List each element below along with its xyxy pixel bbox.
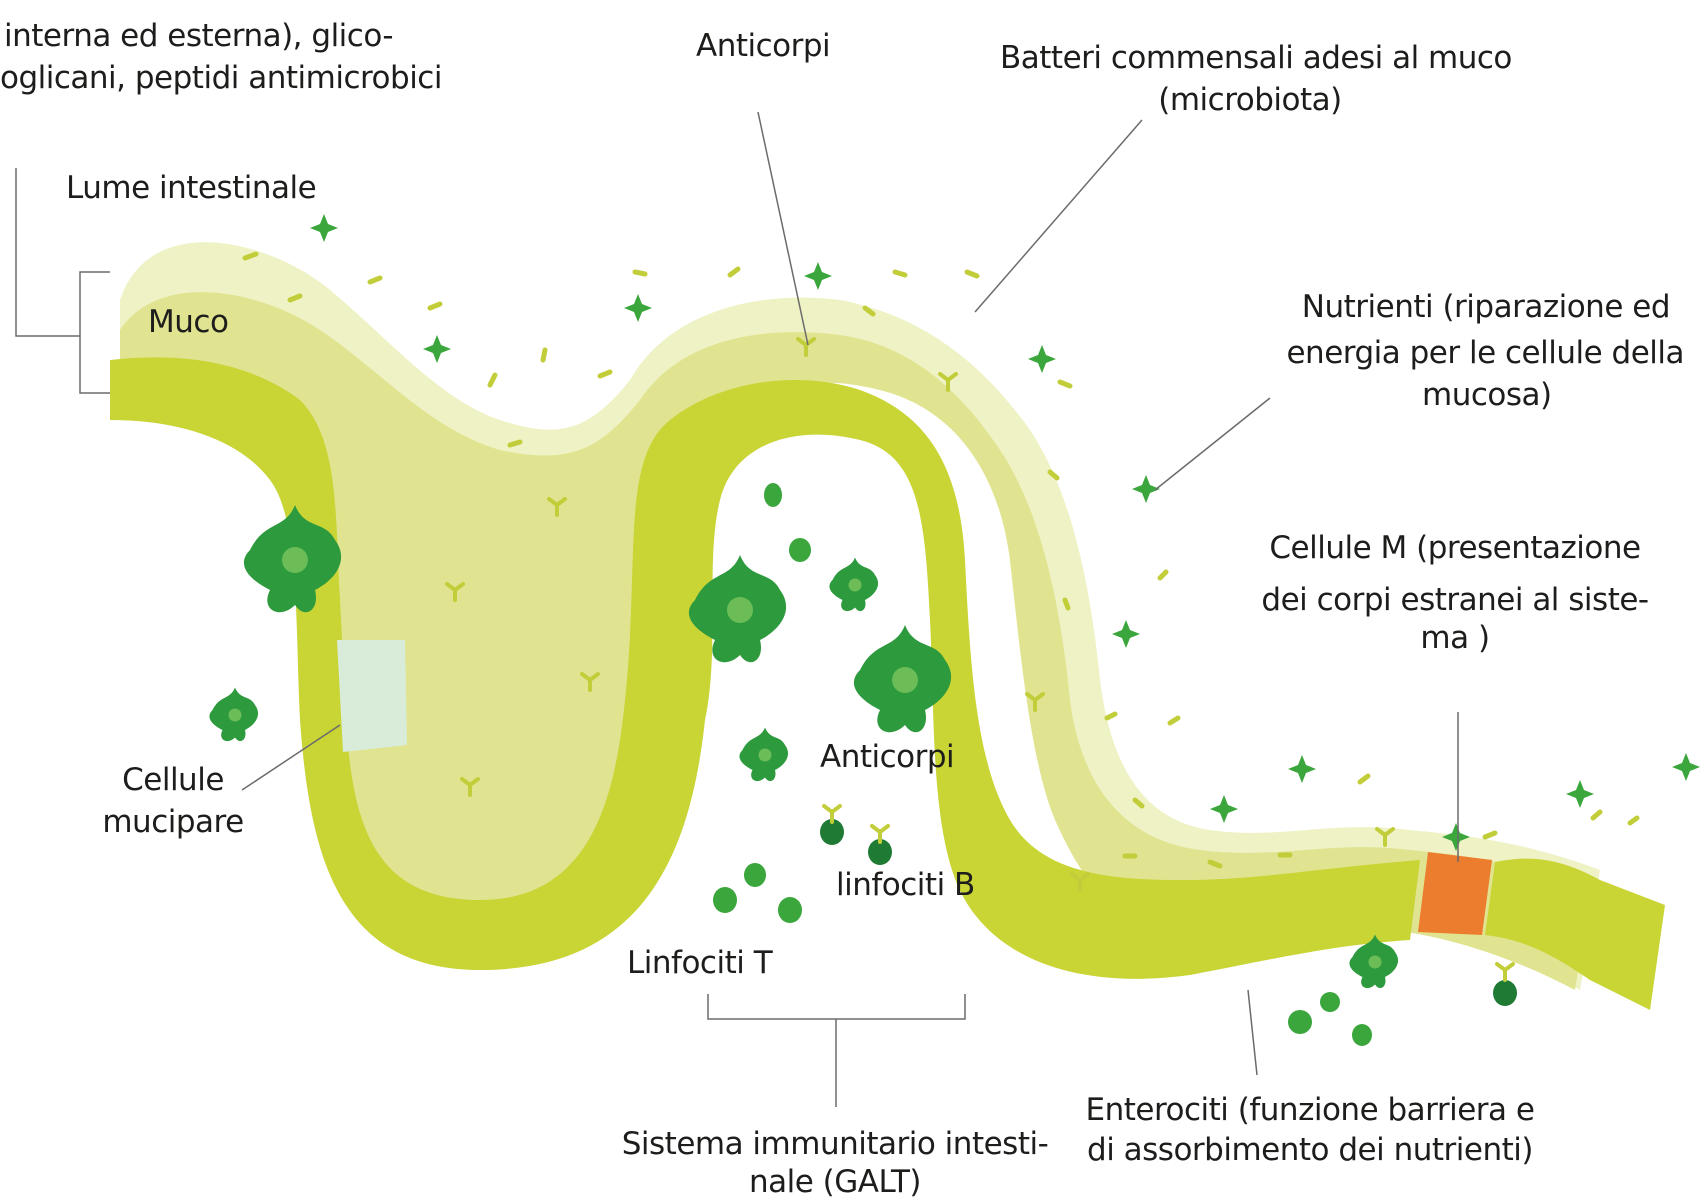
goblet-cells-label-line2: mucipare [88, 802, 258, 842]
enterocytes-label-line1: Enterociti (funzione barriera e [1060, 1090, 1560, 1130]
goblet-cells-label-line1: Cellule [88, 760, 258, 800]
antibodies-top-label: Anticorpi [696, 26, 830, 66]
small-immune-cell [739, 728, 788, 782]
enterocytes-label-line2: di assorbimento dei nutrienti) [1060, 1130, 1560, 1170]
galt-label-line2: nale (GALT) [590, 1162, 1080, 1202]
nutrients-label-line3: mucosa) [1422, 375, 1552, 415]
nutrients-leader [1155, 398, 1270, 490]
mucus-components-label-line1: interna ed esterna), glico- [4, 16, 393, 56]
m-cells-label-line3: ma ) [1230, 618, 1680, 658]
m-cell [1418, 852, 1492, 935]
mucus-bracket [80, 272, 110, 393]
t-lymphocytes-label: Linfociti T [627, 943, 772, 983]
bacteria-label-line1: Batteri commensali adesi al muco [1000, 38, 1500, 78]
nutrients-label-line1: Nutrienti (riparazione ed [1200, 287, 1670, 327]
m-cells-label-line2: dei corpi estranei al siste- [1230, 580, 1680, 620]
bacteria-leader [975, 120, 1142, 312]
enterocyte-epithelium [110, 357, 1420, 978]
galt-label-line1: Sistema immunitario intesti- [590, 1124, 1080, 1164]
small-immune-cell [829, 558, 878, 612]
bacteria-label-line2: (microbiota) [1000, 80, 1500, 120]
small-immune-cell [209, 688, 258, 742]
lumen-label: Lume intestinale [66, 168, 316, 208]
nutrients-label-line2: energia per le cellule della [1200, 333, 1684, 373]
mucus-label: Muco [148, 302, 228, 342]
b-lymphocytes-label: linfociti B [836, 865, 975, 905]
antibodies-middle-label: Anticorpi [820, 737, 954, 777]
goblet-cell [337, 640, 407, 752]
galt-bracket [708, 994, 965, 1107]
m-cells-label-line1: Cellule M (presentazione [1230, 528, 1680, 568]
enterocytes-leader [1248, 990, 1257, 1075]
mucus-components-label-line2: oglicani, peptidi antimicrobici [0, 58, 442, 98]
